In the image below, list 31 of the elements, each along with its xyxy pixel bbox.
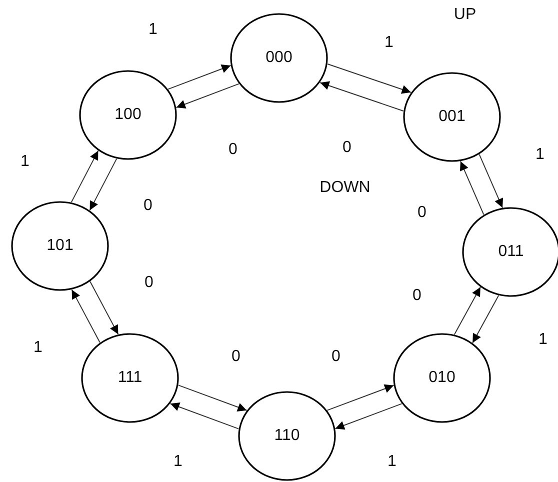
- state-label: 010: [428, 369, 456, 387]
- transition-arrow: [320, 81, 404, 112]
- transition-arrow: [70, 150, 99, 203]
- transition-arrow: [90, 281, 119, 335]
- state-label: 111: [118, 369, 142, 387]
- transition-arrow: [460, 160, 484, 216]
- state-label: 000: [266, 49, 292, 67]
- state-label: 101: [46, 237, 74, 255]
- transition-arrow: [168, 64, 232, 90]
- state-label: 100: [114, 106, 142, 124]
- state-circle: [81, 333, 179, 423]
- state-label: 011: [498, 243, 524, 261]
- transition-arrow: [327, 64, 412, 94]
- transition-arrow: [176, 83, 240, 109]
- transition-arrow: [170, 402, 240, 430]
- state-circle: [238, 391, 336, 481]
- state-circle: [11, 201, 109, 291]
- state-circle: [403, 72, 501, 162]
- transition-arrow: [178, 384, 248, 412]
- transition-arrow: [71, 289, 100, 343]
- state-label: 110: [274, 427, 300, 445]
- transition-arrow: [334, 403, 402, 430]
- transition-arrow: [454, 286, 481, 335]
- state-label: 001: [438, 108, 466, 126]
- transition-arrow: [472, 295, 500, 344]
- transition-arrow: [89, 158, 118, 211]
- state-circle: [230, 13, 328, 103]
- transition-arrow: [478, 154, 504, 208]
- state-circle: [79, 70, 177, 160]
- transition-arrow: [326, 384, 394, 411]
- state-circle: [393, 333, 491, 423]
